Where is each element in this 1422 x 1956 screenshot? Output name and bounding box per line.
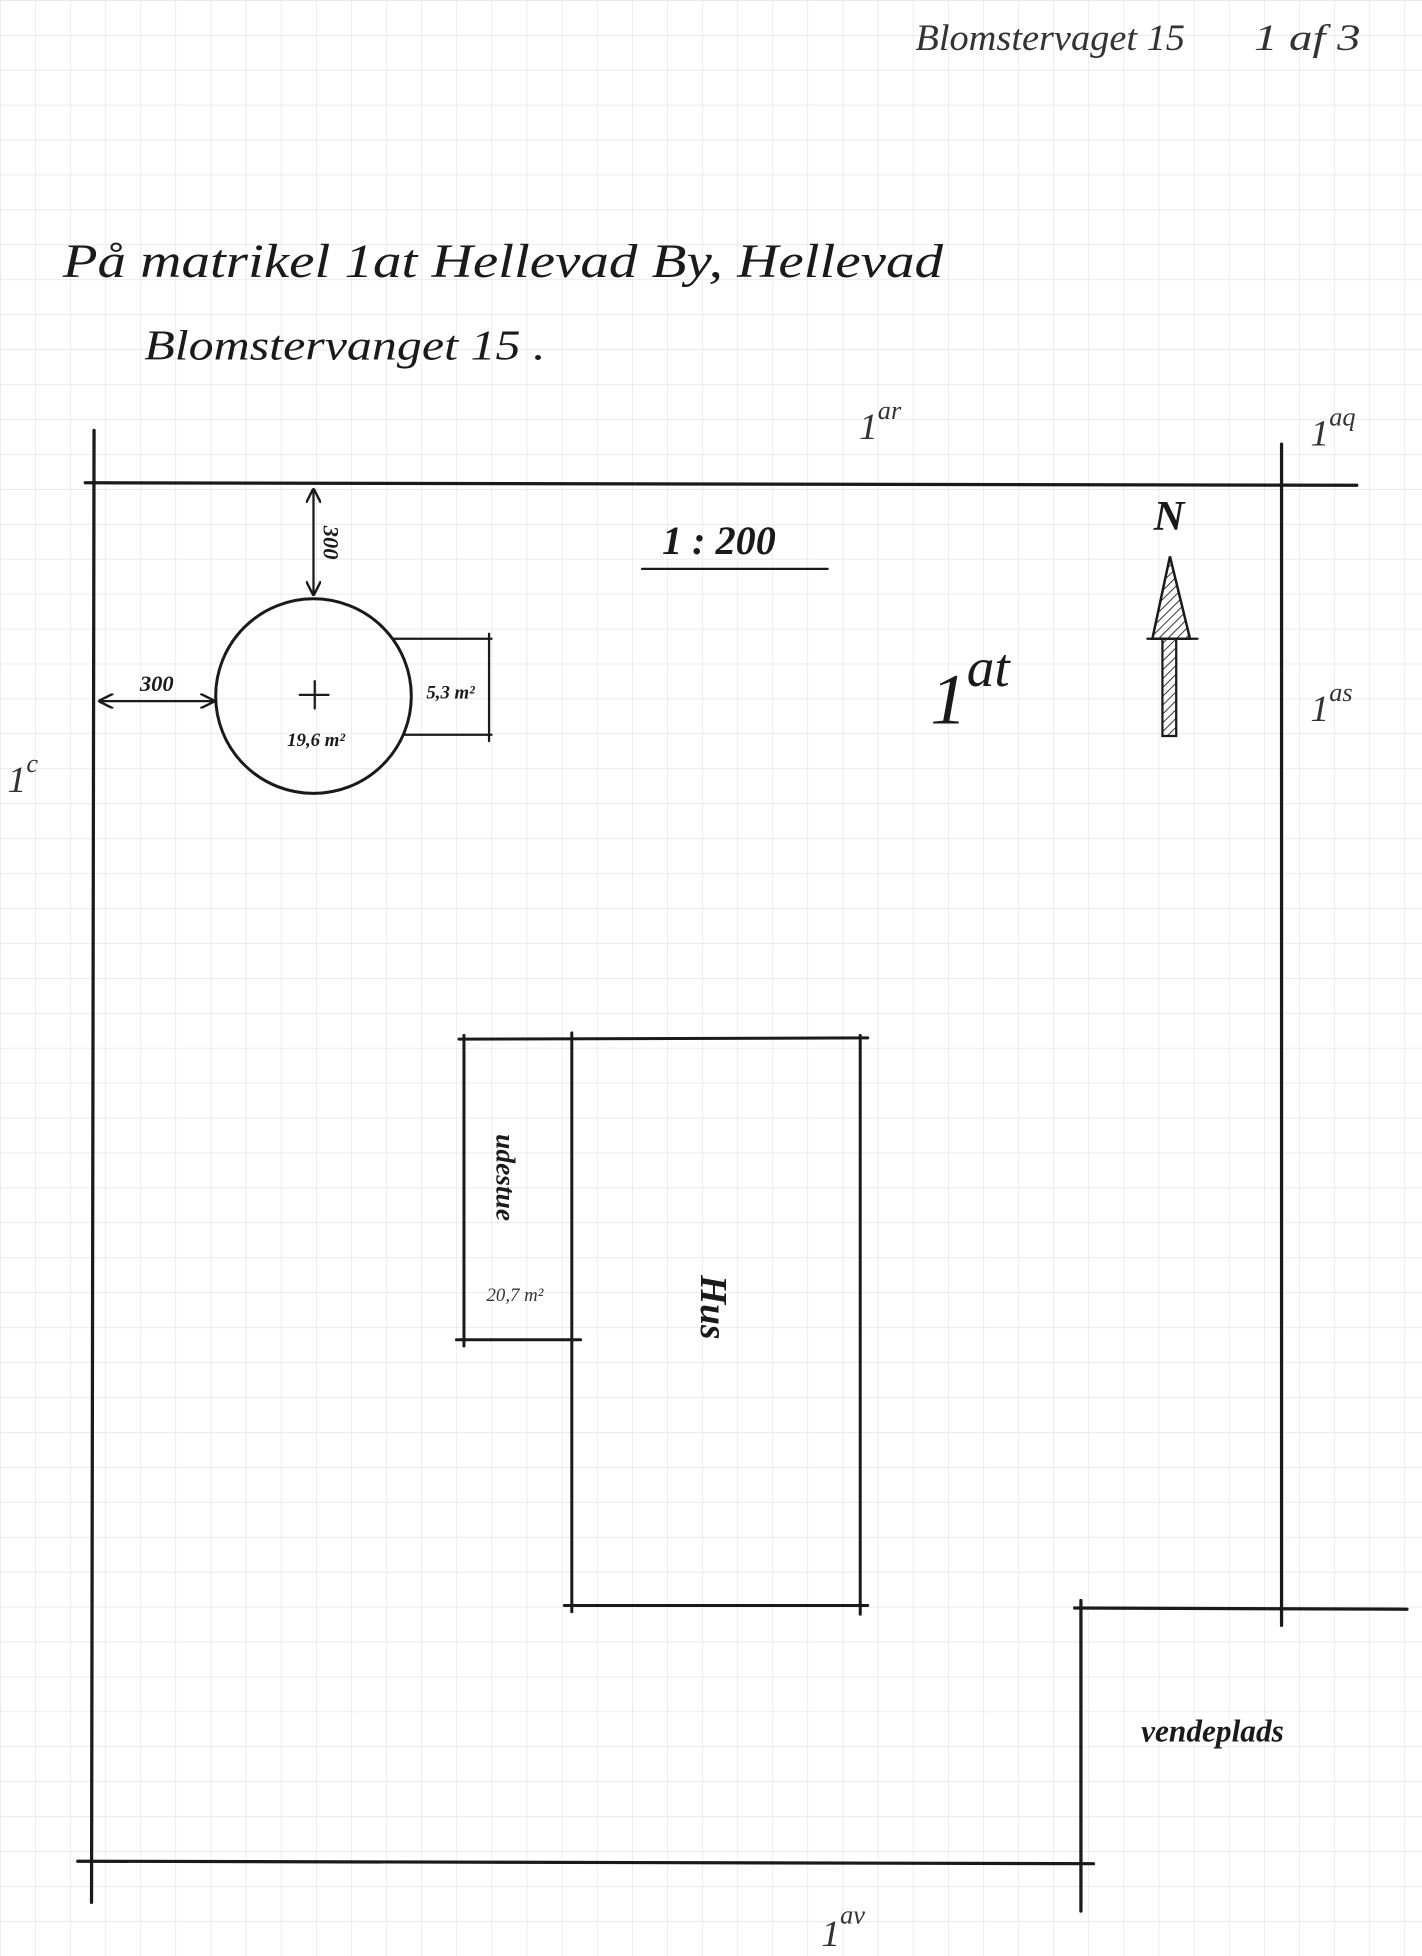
conservatory-outline: udestue 20,7 m² xyxy=(454,1033,583,1348)
round-area-size-label: 19,6 m² xyxy=(287,730,345,751)
neighbor-west-number: 1 xyxy=(8,760,27,801)
neighbor-label-south: 1av xyxy=(821,1901,865,1955)
boundary-north-line xyxy=(83,481,1359,487)
title-line-1: På matrikel 1at Hellevad By, Hellevad xyxy=(61,236,943,288)
boundary-west-line xyxy=(89,428,96,1904)
neighbor-label-east: 1as xyxy=(1310,678,1352,730)
boundary-step-horizontal-line xyxy=(1073,1606,1409,1611)
neighbor-north-east-suffix: aq xyxy=(1329,402,1355,431)
round-area: 19,6 m² 300 300 5,3 m² xyxy=(97,487,493,795)
conservatory-label: udestue xyxy=(490,1134,521,1221)
title-line-2: Blomstervanget 15 . xyxy=(144,322,545,369)
neighbor-label-north: 1ar xyxy=(859,396,902,448)
parcel-number: 1 xyxy=(930,659,966,740)
header-address: Blomstervaget 15 xyxy=(915,18,1185,59)
neighbor-north-suffix: ar xyxy=(878,396,902,425)
neighbor-south-suffix: av xyxy=(840,1901,865,1930)
neighbor-label-north-east: 1aq xyxy=(1310,402,1355,454)
parcel-label: 1at xyxy=(930,637,1011,739)
neighbor-east-number: 1 xyxy=(1310,689,1329,730)
north-arrow-label: N xyxy=(1153,493,1186,540)
round-area-outline xyxy=(214,597,413,795)
neighbor-north-number: 1 xyxy=(859,407,878,448)
header-page-number: 1 af 3 xyxy=(1254,18,1361,59)
adjacent-area-size-label: 5,3 m² xyxy=(426,683,475,704)
house-outline: Hus xyxy=(457,1031,870,1616)
boundary-south-line xyxy=(76,1859,1096,1866)
north-arrow-shaft xyxy=(1161,637,1178,738)
property-boundary xyxy=(76,428,1409,1913)
neighbor-south-number: 1 xyxy=(821,1914,840,1955)
neighbor-west-suffix: c xyxy=(26,749,38,778)
dimension-left-label: 300 xyxy=(139,671,174,696)
neighbor-east-suffix: as xyxy=(1329,678,1352,707)
north-arrow: N xyxy=(1146,493,1199,738)
turning-area-label: vendeplads xyxy=(1141,1714,1284,1749)
neighbor-label-west: 1c xyxy=(8,749,39,801)
neighbor-north-east-number: 1 xyxy=(1310,413,1329,454)
house-label: Hus xyxy=(692,1274,733,1339)
house-top-line xyxy=(457,1036,870,1041)
conservatory-size-label: 20,7 m² xyxy=(487,1285,544,1306)
parcel-suffix: at xyxy=(967,637,1012,698)
scale-label: 1 : 200 xyxy=(662,518,776,563)
dimension-top-label: 300 xyxy=(318,525,343,560)
